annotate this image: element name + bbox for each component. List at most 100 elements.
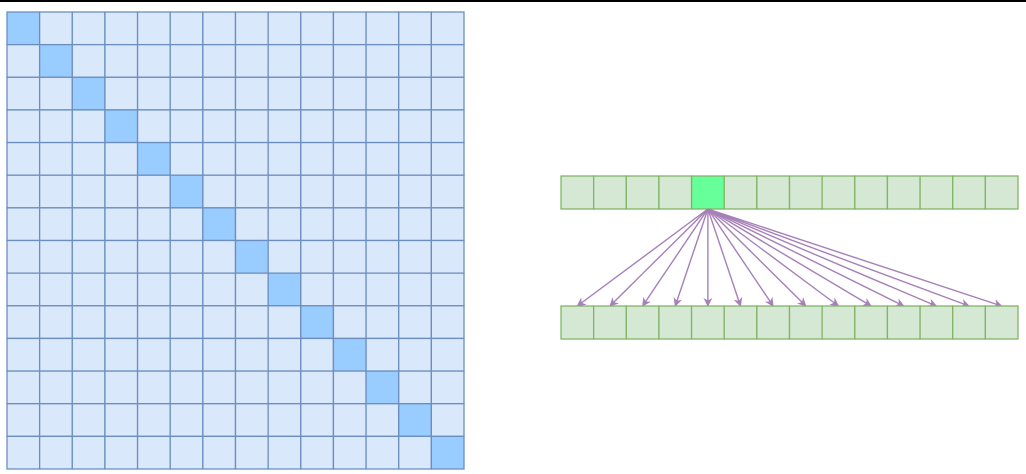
broadcast-arrow [609,208,709,307]
matrix-cell [234,337,269,372]
matrix-cell [6,76,41,111]
matrix-cell [267,11,302,46]
source-cell-highlighted [690,175,725,210]
matrix-cell [169,207,204,242]
matrix-cell [202,174,237,209]
matrix-cell [136,435,171,470]
matrix-cell [300,239,335,274]
matrix-cell [430,337,465,372]
top-border-line [0,0,1026,2]
matrix-cell [202,141,237,176]
target-vector [560,305,1019,340]
matrix-cell [38,174,73,209]
matrix-cell [169,337,204,372]
matrix-cell [430,76,465,111]
matrix-cell [365,11,400,46]
matrix-cell [332,370,367,405]
matrix-cell [38,239,73,274]
matrix-cell [71,11,106,46]
matrix-cell [6,174,41,209]
matrix-cell [234,174,269,209]
matrix-cell [430,43,465,78]
matrix-cell [398,141,433,176]
matrix-cell [104,11,139,46]
matrix-cell [6,239,41,274]
matrix-cell [267,370,302,405]
matrix-cell [6,435,41,470]
broadcast-arrow [707,208,807,307]
matrix-cell [104,272,139,307]
matrix-cell [365,305,400,340]
matrix-cell [169,141,204,176]
matrix-cell [71,403,106,438]
broadcast-arrow [673,208,709,307]
matrix-cell [267,403,302,438]
matrix-cell-diagonal [365,370,400,405]
matrix-cell [430,141,465,176]
matrix-cell-diagonal [6,11,41,46]
matrix-cell [202,272,237,307]
matrix-cell [202,337,237,372]
matrix-cell [38,337,73,372]
matrix-cell [104,239,139,274]
broadcast-arrow [707,208,840,307]
matrix-cell [71,435,106,470]
matrix-cell [71,207,106,242]
matrix-cell [6,207,41,242]
matrix-cell [71,141,106,176]
broadcast-arrow [707,208,1003,308]
matrix-cell [104,435,139,470]
matrix-cell [234,370,269,405]
matrix-cell [267,207,302,242]
matrix-cell [71,174,106,209]
target-cell [952,305,987,340]
source-cell [560,175,595,210]
matrix-cell [365,141,400,176]
target-cell [560,305,595,340]
matrix-cell [267,239,302,274]
matrix-cell [430,174,465,209]
matrix-cell [234,272,269,307]
matrix-cell [104,370,139,405]
matrix-cell [398,174,433,209]
matrix-cell [136,239,171,274]
matrix-cell [169,11,204,46]
matrix-cell-diagonal [202,207,237,242]
matrix-cell [430,207,465,242]
matrix-cell [398,337,433,372]
matrix-cell [136,174,171,209]
matrix-cell [300,11,335,46]
source-cell [592,175,627,210]
matrix-cell [6,305,41,340]
matrix-cell [332,11,367,46]
matrix-cell [6,109,41,144]
matrix-cell [38,305,73,340]
matrix-cell [6,141,41,176]
matrix-cell [300,109,335,144]
matrix-cell [430,305,465,340]
matrix-cell [300,141,335,176]
matrix-cell [300,43,335,78]
matrix-cell [332,141,367,176]
matrix-cell [38,403,73,438]
matrix-cell [398,435,433,470]
matrix-cell [267,305,302,340]
matrix-cell [332,305,367,340]
source-cell [625,175,660,210]
matrix-cell [267,109,302,144]
matrix-cell [169,76,204,111]
matrix-cell [136,305,171,340]
matrix-cell-diagonal [234,239,269,274]
matrix-cell-diagonal [71,76,106,111]
matrix-cell [300,207,335,242]
matrix-cell [234,43,269,78]
matrix-cell [136,43,171,78]
matrix-cell [104,337,139,372]
matrix-cell [267,141,302,176]
matrix-cell [38,370,73,405]
matrix-cell [6,272,41,307]
matrix-cell [71,109,106,144]
matrix-cell [430,239,465,274]
matrix-cell [430,272,465,307]
matrix-cell [169,239,204,274]
